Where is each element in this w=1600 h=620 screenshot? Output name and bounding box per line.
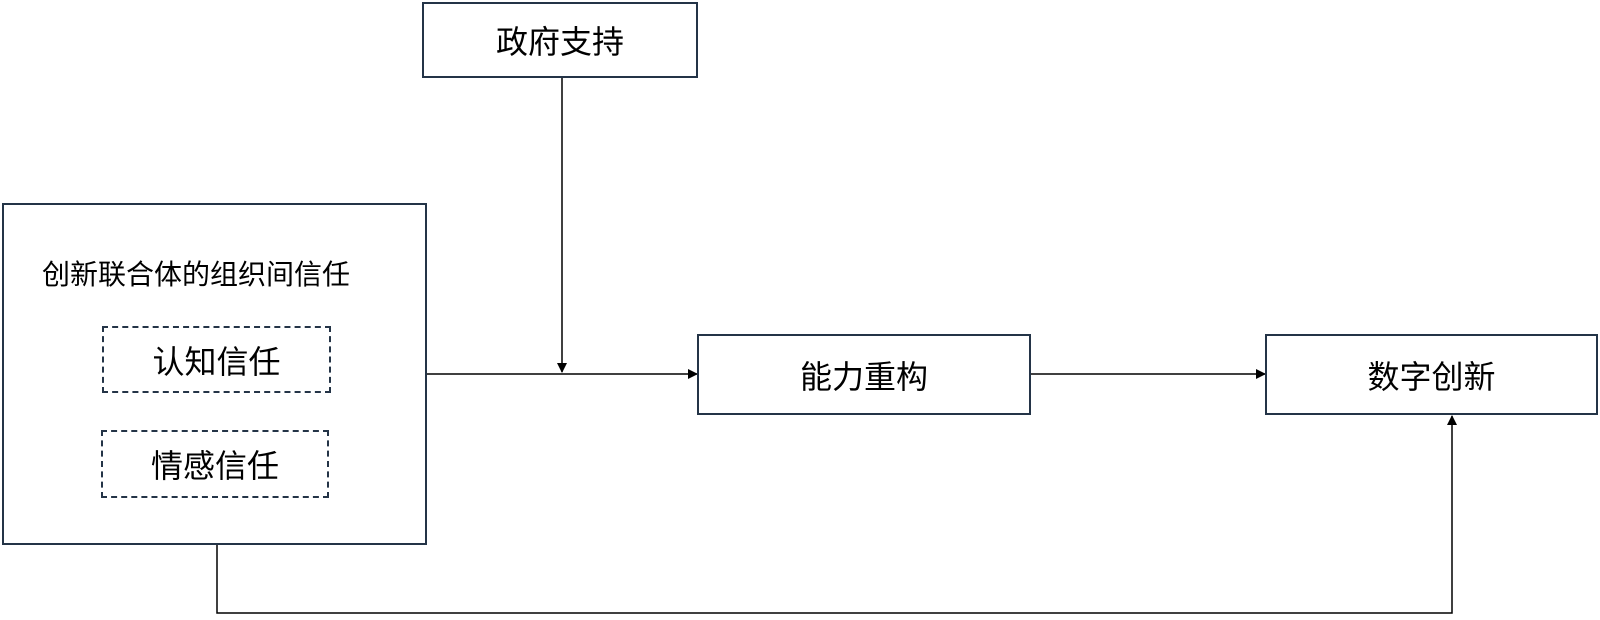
- arrow-trust-to-innovation-direct: [216, 415, 1457, 614]
- digital-innovation-label: 数字创新: [1367, 357, 1496, 396]
- government-support-label: 政府支持: [495, 23, 624, 61]
- government-support-box: 政府支持: [422, 2, 698, 78]
- affective-trust-label: 情感信任: [150, 447, 279, 485]
- capability-reconstruction-label: 能力重构: [799, 357, 928, 396]
- cognitive-trust-label: 认知信任: [152, 342, 281, 381]
- affective-trust-box: 情感信任: [101, 430, 329, 498]
- cognitive-trust-box: 认知信任: [102, 326, 331, 393]
- inter-organizational-trust-box: [2, 203, 427, 545]
- capability-reconstruction-box: 能力重构: [697, 334, 1031, 415]
- digital-innovation-box: 数字创新: [1265, 334, 1598, 415]
- inter-organizational-trust-title: 创新联合体的组织间信任: [42, 258, 351, 291]
